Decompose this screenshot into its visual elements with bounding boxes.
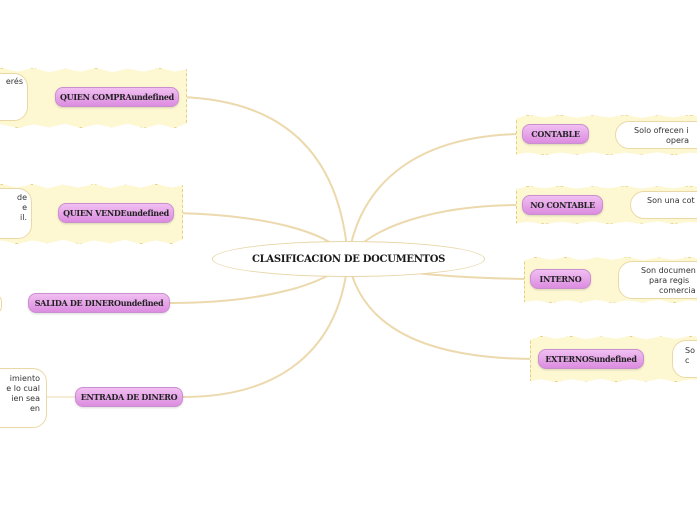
note-contable[interactable]: Solo ofrecen i opera [615, 121, 697, 149]
topic-quien-compra[interactable]: QUIEN COMPRAundefined [55, 87, 179, 107]
note-quien-vende[interactable]: de e il. [0, 188, 32, 239]
topic-label: EXTERNOSundefined [545, 354, 637, 364]
note-entrada-dinero[interactable]: imiento e lo cual ien sea en [0, 368, 47, 428]
topic-label: SALIDA DE DINEROundefined [34, 298, 164, 308]
note-line: erés [5, 77, 23, 86]
topic-interno[interactable]: INTERNO [530, 269, 591, 289]
topic-externos[interactable]: EXTERNOSundefined [538, 349, 644, 369]
note-line: c [647, 206, 697, 216]
topic-quien-vende[interactable]: QUIEN VENDEundefined [58, 203, 174, 223]
connector-contable [347, 133, 521, 260]
note-line: para regis [649, 276, 690, 285]
central-topic-label: CLASIFICACION DE DOCUMENTOS [251, 253, 446, 265]
note-line: c [685, 356, 690, 365]
topic-label: ENTRADA DE DINERO [80, 392, 178, 402]
topic-no-contable[interactable]: NO CONTABLE [522, 195, 603, 215]
topic-entrada-dinero[interactable]: ENTRADA DE DINERO [75, 387, 183, 407]
note-no-contable[interactable]: Son una cot c [630, 191, 697, 219]
note-line: So [685, 346, 695, 355]
note-line: e [22, 203, 27, 212]
note-line: opera [666, 136, 690, 145]
note-line: Son documen [641, 266, 696, 275]
topic-label: INTERNO [539, 274, 582, 284]
note-quien-compra[interactable]: erés [0, 73, 28, 121]
topic-label: CONTABLE [531, 129, 580, 139]
note-line: imiento [9, 374, 40, 383]
connector-entrada-dinero [182, 258, 349, 398]
note-line: e lo cual [6, 384, 40, 393]
note-line: il. [20, 213, 27, 222]
central-topic[interactable]: CLASIFICACION DE DOCUMENTOS [212, 241, 485, 277]
note-interno[interactable]: Son documen para regis comercia [618, 261, 697, 299]
note-line: en [30, 404, 40, 413]
note-line: ien sea [11, 394, 40, 403]
connector-quien-compra [179, 96, 349, 260]
note-externos[interactable]: So c [672, 340, 697, 378]
topic-label: NO CONTABLE [530, 200, 595, 210]
topic-salida-dinero[interactable]: SALIDA DE DINEROundefined [28, 293, 170, 313]
note-line: de [17, 193, 27, 202]
note-line: comercia [659, 286, 696, 295]
topic-contable[interactable]: CONTABLE [522, 124, 589, 144]
note-line: Solo ofrecen i [634, 126, 689, 135]
note-line: Son una cot [647, 196, 695, 205]
topic-label: QUIEN COMPRAundefined [60, 92, 174, 102]
topic-label: QUIEN VENDEundefined [63, 208, 169, 218]
connector-externos [347, 258, 537, 360]
